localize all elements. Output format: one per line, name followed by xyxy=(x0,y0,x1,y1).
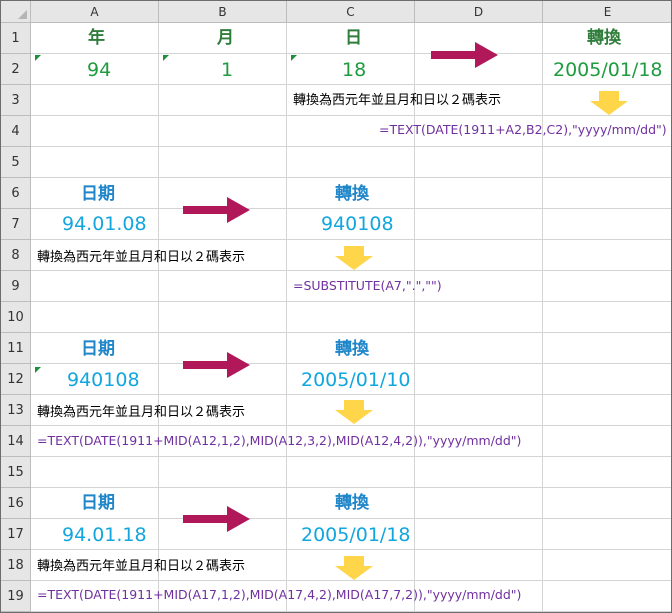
row-gridline xyxy=(31,549,671,550)
column-gridline xyxy=(158,23,159,612)
cell-a16-date-header[interactable]: 日期 xyxy=(81,493,115,513)
row-gridline xyxy=(31,425,671,426)
row-header-11[interactable]: 11 xyxy=(1,333,31,364)
red-right-arrow-icon xyxy=(183,352,250,378)
row-gridline xyxy=(31,363,671,364)
row-gridline xyxy=(31,456,671,457)
cell-c11-convert-header[interactable]: 轉換 xyxy=(335,339,369,359)
cell-a12-date-value[interactable]: 940108 xyxy=(67,369,140,391)
row-header-13[interactable]: 13 xyxy=(1,395,31,426)
row-gridline xyxy=(31,84,671,85)
cell-a7-date-value[interactable]: 94.01.08 xyxy=(62,213,147,235)
cell-e1-convert-header[interactable]: 轉換 xyxy=(587,28,621,48)
cell-c6-convert-header[interactable]: 轉換 xyxy=(335,184,369,204)
cell-a6-date-header[interactable]: 日期 xyxy=(81,184,115,204)
row-header-19[interactable]: 19 xyxy=(1,581,31,612)
cell-a11-date-header[interactable]: 日期 xyxy=(81,339,115,359)
cell-a18-note[interactable]: 轉換為西元年並且月和日以２碼表示 xyxy=(37,559,246,574)
cell-a1-year-header[interactable]: 年 xyxy=(88,28,105,48)
yellow-down-arrow-icon xyxy=(335,400,373,424)
row-gridline xyxy=(31,518,671,519)
yellow-down-arrow-icon xyxy=(590,91,628,115)
row-gridline xyxy=(31,115,671,116)
row-header-15[interactable]: 15 xyxy=(1,457,31,488)
cell-c16-convert-header[interactable]: 轉換 xyxy=(335,493,369,513)
select-all-corner[interactable] xyxy=(1,1,31,23)
column-gridline xyxy=(414,23,415,612)
cell-c2-day-value[interactable]: 18 xyxy=(342,59,367,81)
row-header-8[interactable]: 8 xyxy=(1,240,31,271)
row-header-9[interactable]: 9 xyxy=(1,271,31,302)
column-header-e[interactable]: E xyxy=(543,1,671,23)
cell-c3-note[interactable]: 轉換為西元年並且月和日以２碼表示 xyxy=(293,93,502,108)
cell-b2-month-value[interactable]: 1 xyxy=(221,59,234,81)
cell-a19-formula[interactable]: =TEXT(DATE(1911+MID(A17,1,2),MID(A17,4,2… xyxy=(37,587,522,602)
row-header-18[interactable]: 18 xyxy=(1,550,31,581)
cell-c4-formula[interactable]: =TEXT(DATE(1911+A2,B2,C2),"yyyy/mm/dd") xyxy=(379,122,667,137)
row-header-14[interactable]: 14 xyxy=(1,426,31,457)
row-gridline xyxy=(31,177,671,178)
row-gridline xyxy=(31,580,671,581)
cell-e2-result-value[interactable]: 2005/01/18 xyxy=(553,59,663,81)
cell-a14-formula[interactable]: =TEXT(DATE(1911+MID(A12,1,2),MID(A12,3,2… xyxy=(37,433,522,448)
cell-a8-note[interactable]: 轉換為西元年並且月和日以２碼表示 xyxy=(37,250,246,265)
cell-a13-note[interactable]: 轉換為西元年並且月和日以２碼表示 xyxy=(37,405,246,420)
yellow-down-arrow-icon xyxy=(335,556,373,580)
row-gridline xyxy=(31,239,671,240)
column-header-d[interactable]: D xyxy=(415,1,543,23)
row-header-5[interactable]: 5 xyxy=(1,147,31,178)
cell-a17-date-value[interactable]: 94.01.18 xyxy=(62,524,147,546)
yellow-down-arrow-icon xyxy=(335,246,373,270)
row-gridline xyxy=(31,394,671,395)
cell-a2-year-value[interactable]: 94 xyxy=(87,59,112,81)
row-header-12[interactable]: 12 xyxy=(1,364,31,395)
row-gridline xyxy=(31,270,671,271)
row-header-2[interactable]: 2 xyxy=(1,54,31,85)
column-header-a[interactable]: A xyxy=(31,1,159,23)
row-header-17[interactable]: 17 xyxy=(1,519,31,550)
row-gridline xyxy=(31,53,671,54)
row-header-4[interactable]: 4 xyxy=(1,116,31,147)
cell-c12-result-value[interactable]: 2005/01/10 xyxy=(301,369,411,391)
cell-b1-month-header[interactable]: 月 xyxy=(217,28,234,48)
row-gridline xyxy=(31,611,671,612)
row-gridline xyxy=(31,301,671,302)
row-header-16[interactable]: 16 xyxy=(1,488,31,519)
red-right-arrow-icon xyxy=(183,506,250,532)
row-header-10[interactable]: 10 xyxy=(1,302,31,333)
row-header-1[interactable]: 1 xyxy=(1,23,31,54)
green-triangle-icon xyxy=(35,55,41,61)
row-gridline xyxy=(31,332,671,333)
column-gridline xyxy=(286,23,287,612)
row-gridline xyxy=(31,146,671,147)
red-right-arrow-icon xyxy=(183,197,250,223)
green-triangle-icon xyxy=(291,55,297,61)
column-gridline xyxy=(542,23,543,612)
cell-c17-result-value[interactable]: 2005/01/18 xyxy=(301,524,411,546)
red-right-arrow-icon xyxy=(431,42,498,68)
column-header-c[interactable]: C xyxy=(287,1,415,23)
green-triangle-icon xyxy=(163,55,169,61)
cell-c7-result-value[interactable]: 940108 xyxy=(321,213,394,235)
column-header-b[interactable]: B xyxy=(159,1,287,23)
cell-c1-day-header[interactable]: 日 xyxy=(345,28,362,48)
green-triangle-icon xyxy=(35,367,41,373)
row-gridline xyxy=(31,487,671,488)
row-header-3[interactable]: 3 xyxy=(1,85,31,116)
row-header-6[interactable]: 6 xyxy=(1,178,31,209)
row-gridline xyxy=(31,208,671,209)
row-header-7[interactable]: 7 xyxy=(1,209,31,240)
cell-c9-formula[interactable]: =SUBSTITUTE(A7,".","") xyxy=(293,278,442,293)
